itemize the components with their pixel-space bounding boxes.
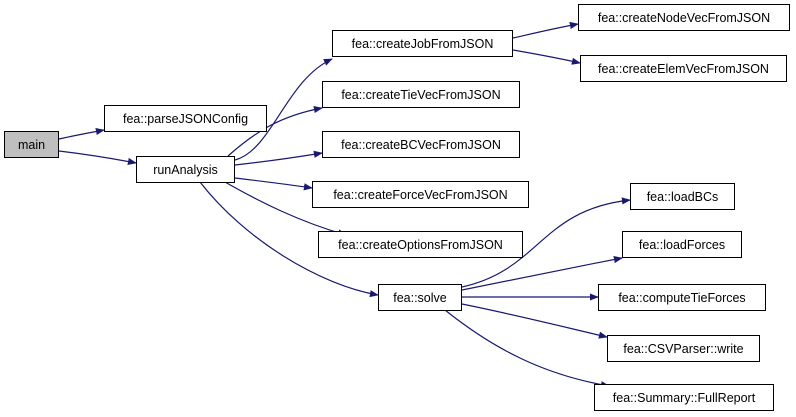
node-fea-createForceVecFromJSON[interactable]: fea::createForceVecFromJSON xyxy=(312,181,529,208)
edge-runAnalysis-createBCVecFromJSON xyxy=(234,150,323,166)
edge-main-runAnalysis xyxy=(58,150,137,166)
node-runAnalysis[interactable]: runAnalysis xyxy=(136,156,235,183)
node-fea-csvparser-write[interactable]: fea::CSVParser::write xyxy=(607,335,760,362)
node-fea-summary-fullreport[interactable]: fea::Summary::FullReport xyxy=(594,384,774,411)
node-fea-createOptionsFromJSON[interactable]: fea::createOptionsFromJSON xyxy=(318,231,523,258)
edge-runAnalysis-createJobFromJSON xyxy=(234,58,333,161)
edge-solve-loadBCs xyxy=(461,197,631,288)
node-fea-solve[interactable]: fea::solve xyxy=(378,284,462,311)
node-fea-createElemVecFromJSON[interactable]: fea::createElemVecFromJSON xyxy=(580,55,787,82)
node-fea-createNodeVecFromJSON[interactable]: fea::createNodeVecFromJSON xyxy=(578,4,790,31)
edge-createJobFromJSON-createNodeVecFromJSON xyxy=(512,21,579,39)
edge-solve-csvWrite xyxy=(461,303,608,339)
node-fea-parseJSONConfig[interactable]: fea::parseJSONConfig xyxy=(104,105,267,132)
node-fea-createJobFromJSON[interactable]: fea::createJobFromJSON xyxy=(332,30,513,57)
node-fea-createBCVecFromJSON[interactable]: fea::createBCVecFromJSON xyxy=(322,131,520,158)
edge-runAnalysis-createOptionsFromJSON xyxy=(224,181,347,237)
edge-runAnalysis-solve xyxy=(199,181,379,298)
edge-createJobFromJSON-createElemVecFromJSON xyxy=(512,49,581,65)
edge-solve-loadForces xyxy=(461,255,623,291)
edge-solve-fullReport xyxy=(444,309,610,389)
edge-runAnalysis-createForceVecFromJSON xyxy=(234,177,313,191)
node-fea-computeTieForces[interactable]: fea::computeTieForces xyxy=(598,284,766,311)
edge-runAnalysis-createTieVecFromJSON xyxy=(227,105,323,157)
edge-main-parseJSONConfig xyxy=(58,127,105,140)
node-main: main xyxy=(4,131,59,158)
node-fea-loadForces[interactable]: fea::loadForces xyxy=(622,231,742,258)
node-fea-loadBCs[interactable]: fea::loadBCs xyxy=(630,183,735,210)
node-fea-createTieVecFromJSON[interactable]: fea::createTieVecFromJSON xyxy=(322,81,520,108)
